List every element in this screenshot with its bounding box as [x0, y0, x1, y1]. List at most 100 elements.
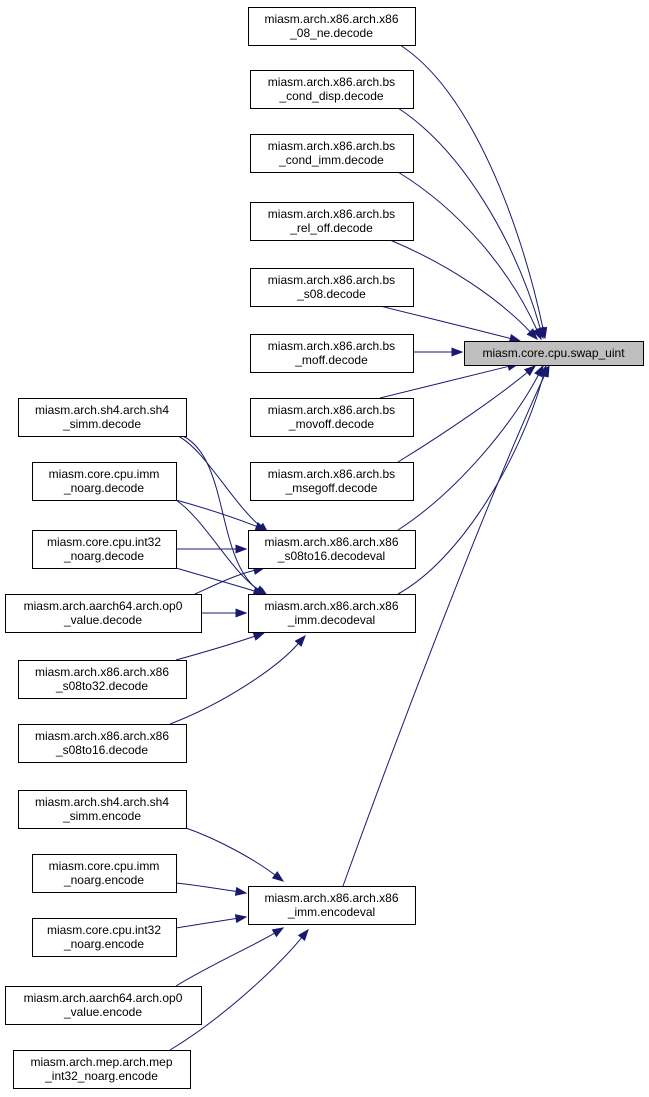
- node-label-line: _08_ne.decode: [289, 26, 373, 40]
- node-label-line: miasm.core.cpu.int32: [47, 923, 161, 937]
- edge-aarch64_op0_decode-to-x86_imm_decodeval: [201, 608, 248, 618]
- node-label-line: miasm.core.cpu.imm: [49, 467, 160, 481]
- node-aarch64_op0_decode[interactable]: miasm.arch.aarch64.arch.op0_value.decode: [5, 594, 202, 633]
- node-box: [250, 134, 414, 173]
- node-x86_imm_encodeval[interactable]: miasm.arch.x86.arch.x86_imm.encodeval: [248, 886, 416, 925]
- edge-line: [185, 827, 276, 876]
- node-label-line: _s08to16.decode: [55, 743, 148, 757]
- edge-line: [169, 643, 299, 725]
- edge-int32_noarg_decode-to-x86_imm_decodeval: [175, 567, 266, 596]
- node-box: [32, 854, 177, 893]
- node-x86_imm_decodeval[interactable]: miasm.arch.x86.arch.x86_imm.decodeval: [248, 594, 416, 633]
- node-box: [248, 886, 416, 925]
- node-label-line: miasm.arch.x86.arch.bs: [268, 273, 395, 287]
- edge-line: [175, 499, 259, 590]
- edge-bs_msegoff-to-swap_uint: [397, 365, 537, 463]
- node-label-line: miasm.arch.aarch64.arch.op0: [24, 599, 183, 613]
- node-int32_noarg_encode[interactable]: miasm.core.cpu.int32_noarg.encode: [32, 918, 177, 957]
- node-swap_uint[interactable]: miasm.core.cpu.swap_uint: [464, 341, 644, 366]
- node-box: [250, 398, 414, 437]
- node-bs_cond_imm[interactable]: miasm.arch.x86.arch.bs_cond_imm.decode: [250, 134, 414, 173]
- node-label-line: _noarg.encode: [63, 873, 144, 887]
- node-label-line: miasm.arch.x86.arch.bs: [268, 339, 395, 353]
- arrowhead-icon: [532, 327, 542, 341]
- arrowhead-icon: [254, 521, 268, 531]
- node-sh4_simm_decode[interactable]: miasm.arch.sh4.arch.sh4_simm.decode: [18, 398, 187, 437]
- arrowhead-icon: [235, 608, 248, 618]
- node-bs_s08[interactable]: miasm.arch.x86.arch.bs_s08.decode: [250, 268, 414, 307]
- arrowhead-icon: [271, 927, 285, 938]
- node-box: [32, 918, 177, 957]
- edge-int32_noarg_encode-to-x86_imm_encodeval: [175, 914, 248, 929]
- edge-aarch64_op0_encode-to-x86_imm_encodeval: [175, 927, 285, 987]
- node-label-line: _s08to16.decodeval: [277, 549, 385, 563]
- edge-mep_int32_noarg_encode-to-x86_imm_encodeval: [169, 928, 309, 1051]
- node-x86_s08to32_decode[interactable]: miasm.arch.x86.arch.x86_s08to32.decode: [18, 660, 187, 699]
- edge-line: [175, 932, 275, 987]
- node-label-line: _noarg.decode: [63, 549, 144, 563]
- node-box: [18, 660, 187, 699]
- node-x86_s08to16_decode[interactable]: miasm.arch.x86.arch.x86_s08to16.decode: [18, 724, 187, 763]
- arrowhead-icon: [294, 634, 306, 647]
- node-label-line: _cond_disp.decode: [278, 89, 383, 103]
- node-label-line: _msegoff.decode: [285, 481, 378, 495]
- node-label-line: miasm.core.cpu.int32: [47, 535, 161, 549]
- node-label-line: miasm.core.cpu.swap_uint: [482, 346, 625, 360]
- arrowhead-icon: [540, 364, 550, 378]
- node-bs_movoff[interactable]: miasm.arch.x86.arch.bs_movoff.decode: [250, 398, 414, 437]
- edge-int32_noarg_decode-to-x86_s08to16_decodeval: [176, 544, 248, 554]
- node-box: [5, 594, 202, 633]
- node-label-line: _simm.encode: [62, 809, 141, 823]
- node-label-line: miasm.arch.sh4.arch.sh4: [35, 403, 169, 417]
- edge-line: [379, 305, 511, 339]
- node-sh4_simm_encode[interactable]: miasm.arch.sh4.arch.sh4_simm.encode: [18, 790, 187, 829]
- arrowhead-icon: [524, 365, 537, 377]
- node-box: [250, 334, 414, 373]
- node-box: [18, 398, 187, 437]
- node-label-line: _simm.decode: [62, 417, 141, 431]
- node-label-line: miasm.arch.x86.arch.x86: [264, 599, 398, 613]
- node-bs_cond_disp[interactable]: miasm.arch.x86.arch.bs_cond_disp.decode: [250, 70, 414, 109]
- edge-line: [175, 567, 255, 592]
- node-bs_rel_off[interactable]: miasm.arch.x86.arch.bs_rel_off.decode: [250, 202, 414, 241]
- node-box: [18, 724, 187, 763]
- node-bs_moff[interactable]: miasm.arch.x86.arch.bs_moff.decode: [250, 334, 414, 373]
- edge-line: [175, 882, 237, 892]
- node-int32_noarg_decode[interactable]: miasm.core.cpu.int32_noarg.decode: [32, 530, 177, 569]
- node-x86_s08to16_decodeval[interactable]: miasm.arch.x86.arch.x86_s08to16.decodeva…: [248, 530, 416, 569]
- edge-bs_cond_disp-to-swap_uint: [397, 107, 545, 340]
- node-imm_noarg_encode[interactable]: miasm.core.cpu.imm_noarg.encode: [32, 854, 177, 893]
- node-imm_noarg_decode[interactable]: miasm.core.cpu.imm_noarg.decode: [32, 462, 177, 501]
- node-label-line: miasm.arch.mep.arch.mep: [30, 1055, 172, 1069]
- edge-aarch64_op0_decode-to-x86_s08to16_decodeval: [194, 566, 266, 595]
- edge-line: [182, 435, 261, 592]
- edge-line: [379, 365, 509, 399]
- edge-bs_s08-to-swap_uint: [379, 305, 522, 343]
- node-label-line: miasm.arch.x86.arch.bs: [268, 403, 395, 417]
- edge-x86_imm_decodeval-to-swap_uint: [397, 364, 548, 595]
- arrowhead-icon: [235, 544, 248, 554]
- node-label-line: miasm.arch.x86.arch.x86: [264, 891, 398, 905]
- node-label-line: _value.encode: [63, 1005, 142, 1019]
- node-label-line: miasm.arch.x86.arch.x86: [264, 535, 398, 549]
- node-label-line: _cond_imm.decode: [278, 153, 384, 167]
- node-label-line: miasm.arch.x86.arch.x86: [35, 665, 169, 679]
- node-aarch64_op0_encode[interactable]: miasm.arch.aarch64.arch.op0_value.encode: [5, 986, 202, 1025]
- edge-bs_moff-to-swap_uint: [412, 347, 464, 357]
- node-label-line: _noarg.decode: [63, 481, 144, 495]
- node-box: [248, 530, 416, 569]
- edge-line: [175, 918, 237, 929]
- node-label-line: miasm.arch.x86.arch.bs: [268, 207, 395, 221]
- node-mep_int32_noarg_encode[interactable]: miasm.arch.mep.arch.mep_int32_noarg.enco…: [13, 1050, 191, 1089]
- arrowhead-icon: [526, 328, 538, 341]
- edge-x86_s08to16_decode-to-x86_imm_decodeval: [169, 634, 306, 725]
- node-label-line: _s08to32.decode: [55, 679, 148, 693]
- node-bs_msegoff[interactable]: miasm.arch.x86.arch.bs_msegoff.decode: [250, 462, 414, 501]
- edge-imm_noarg_encode-to-x86_imm_encodeval: [175, 882, 248, 896]
- edge-x86_s08to32_decode-to-x86_imm_decodeval: [175, 632, 266, 661]
- edge-bs_cond_imm-to-swap_uint: [397, 171, 542, 341]
- edge-line: [389, 239, 531, 333]
- node-label-line: _moff.decode: [294, 353, 368, 367]
- edge-line: [175, 499, 257, 527]
- node-x86_08_ne[interactable]: miasm.arch.x86.arch.x86_08_ne.decode: [248, 7, 416, 46]
